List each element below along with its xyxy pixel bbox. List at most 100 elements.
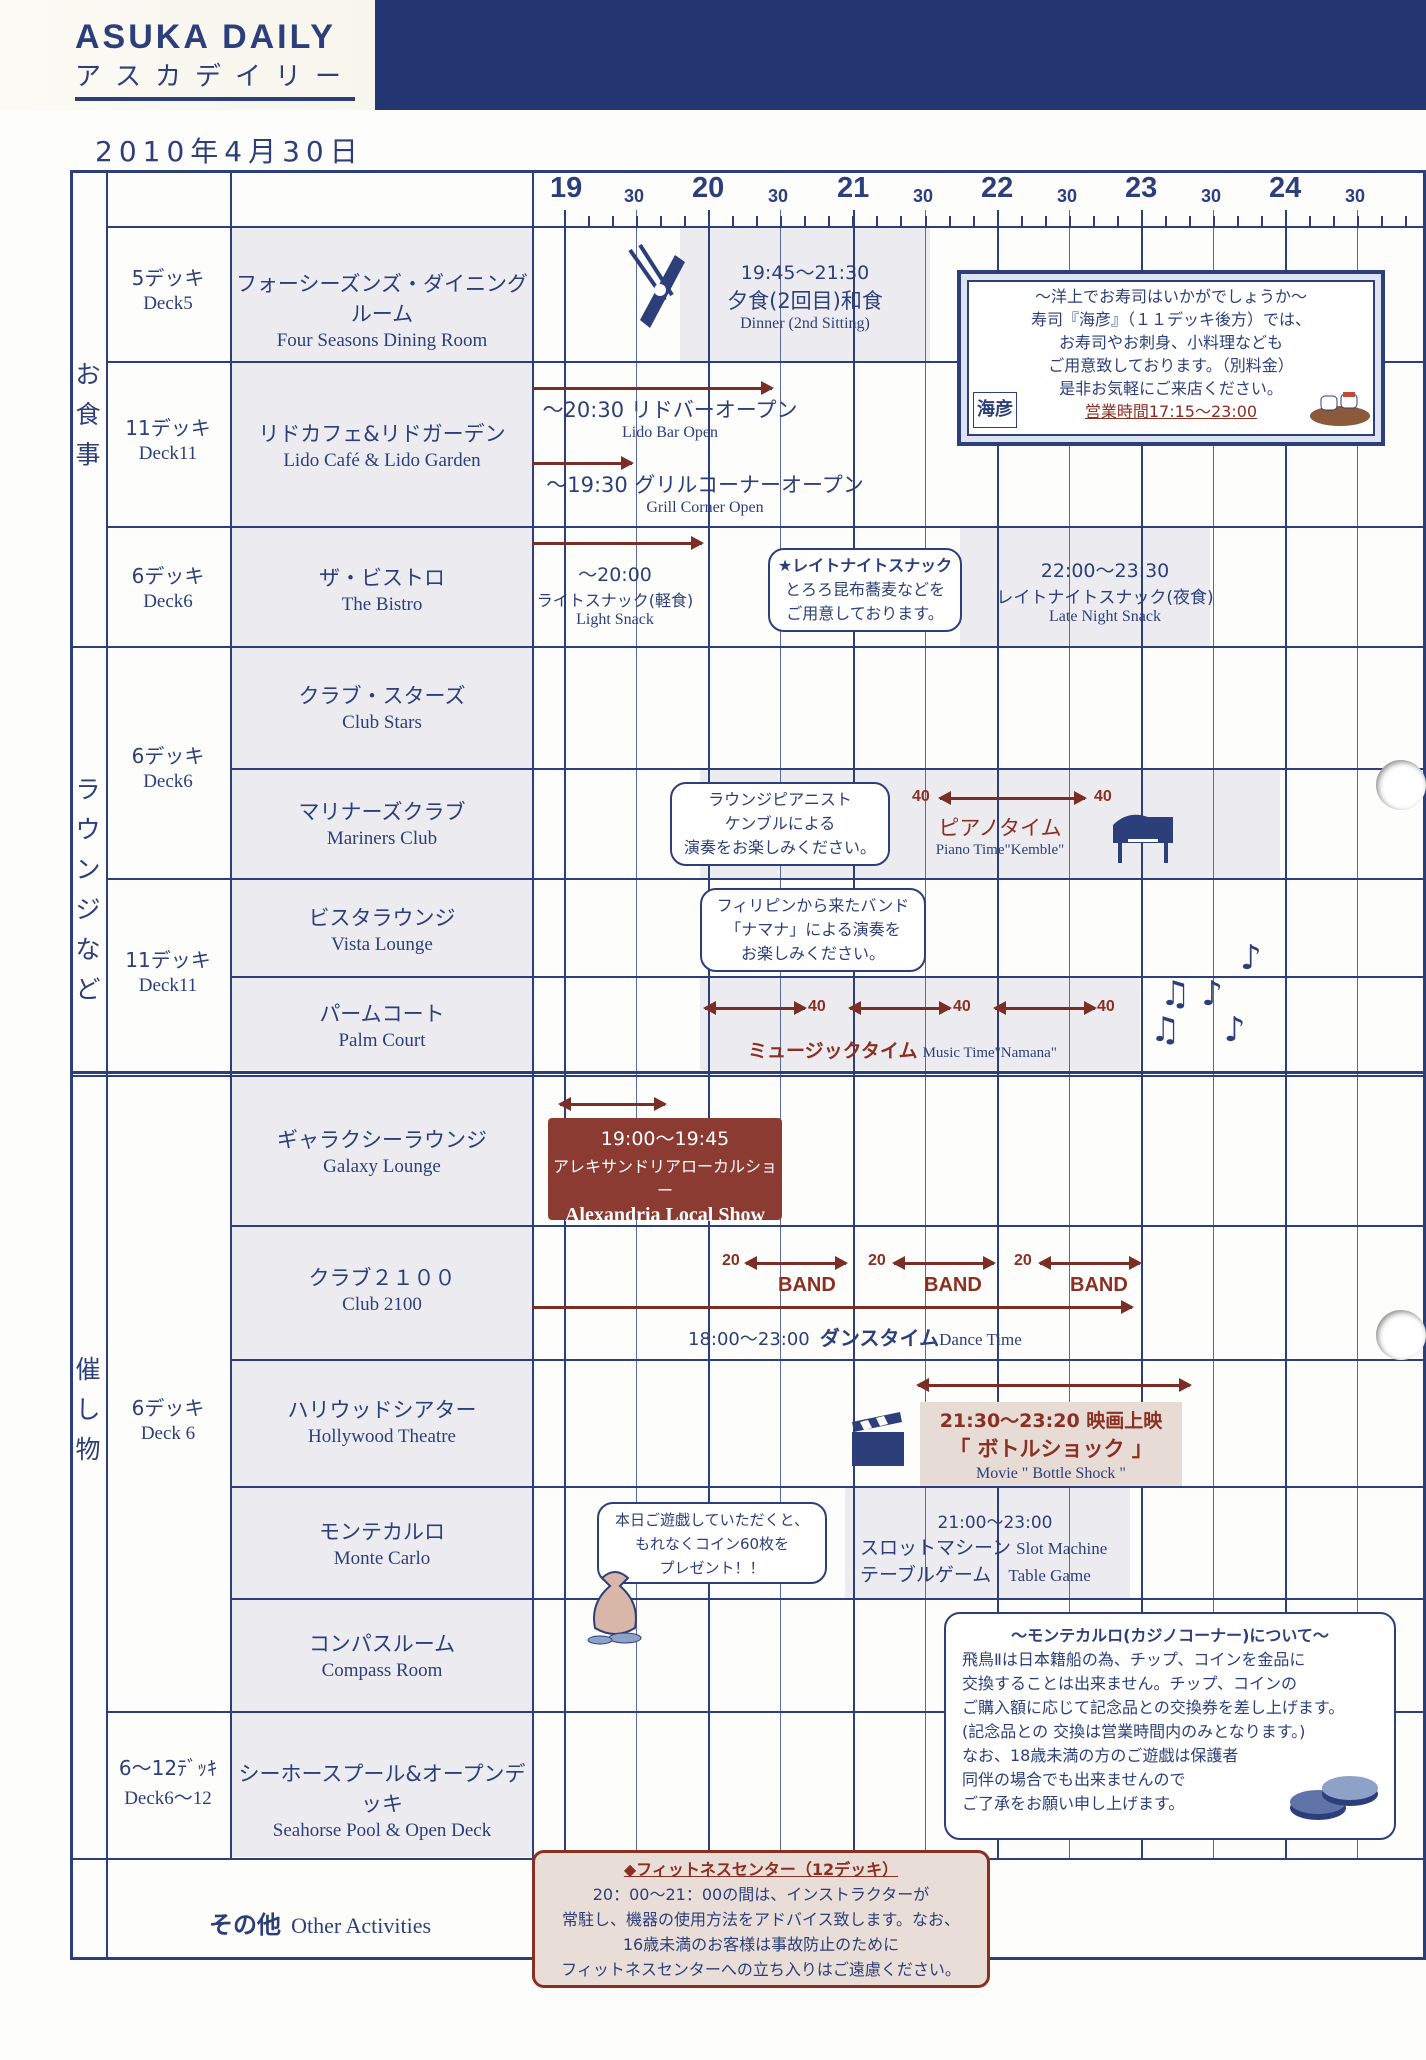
minute-tick [564,216,566,226]
late-snack-bubble: ★レイトナイトスナック とろろ昆布蕎麦などを ご用意しております。 [768,548,962,632]
coin-bubble: 本日ご遊戯していただくと、もれなくコイン60枚をプレゼント！！ [597,1502,827,1584]
venue-shade [232,1600,532,1711]
venue-shade [232,363,532,526]
sushi-logo: 海彦 [973,392,1017,428]
sushi-line: お寿司やお刺身、小料理なども [1058,333,1283,352]
row-line [106,878,1426,880]
venue-shade [232,228,532,361]
minute-tick [1093,216,1095,226]
minute-tick [1309,216,1311,226]
band-label: BAND [1070,1274,1128,1296]
sushi-line: ご用意致しております。（別料金） [1048,356,1294,375]
band-bubble: フィリピンから来たバンド「ナマナ」による演奏をお楽しみください。 [700,888,926,972]
minute-tick [1237,216,1239,226]
brand-title: ASUKA DAILY [75,18,336,56]
minute-tick [1045,216,1047,226]
hour-line [708,210,710,1860]
band-arrow-2 [892,1256,996,1270]
casino-event: 21:00～23:00 スロットマシーン Slot Machine テーブルゲー… [860,1513,1108,1586]
minute-tick [997,216,999,226]
minute-tick [828,216,830,226]
minute-tick [708,216,710,226]
minute-tick [684,216,686,226]
music-event: ミュージックタイム Music Time"Namana" [748,1040,1057,1062]
minute-tick [1333,216,1335,226]
brand-subtitle: アスカデイリー [75,62,356,92]
event-shade [845,1488,1130,1598]
minute-tick [804,216,806,226]
half-line [1213,210,1214,1860]
dance-event: 18:00～23:00 ダンスタイムDance Time [688,1326,1022,1350]
row-line [106,361,1426,363]
casino-note: ～モンテカルロ(カジノコーナー)について～ 飛鳥Ⅱは日本籍船の為、チップ、コイン… [944,1612,1396,1840]
half-label: 30 [1057,186,1078,206]
other-activities-label: その他 Other Activities [208,1911,432,1939]
col-divider [230,170,232,1860]
minute-tick [1285,216,1287,226]
minute-tick [900,216,902,226]
minute-tick [1381,216,1383,226]
minute-tick [1165,216,1167,226]
venue-shade [232,978,532,1070]
minute-tick [636,216,638,226]
brand-rule [75,97,355,101]
music-arrow-2 [848,1001,952,1015]
piano-start-min: 40 [912,788,930,805]
grill-arrow [532,456,634,470]
minute-tick [1357,216,1359,226]
minute-tick [588,216,590,226]
sushi-line: 寿司『海彦』（１１デッキ後方）では、 [1030,310,1311,329]
minute-tick [1189,216,1191,226]
movie-arrow [916,1378,1192,1392]
hour-line [1141,210,1143,1860]
half-line [925,210,926,1860]
minute-tick [660,216,662,226]
row-line [70,1071,1426,1074]
row-line [70,1075,1426,1077]
venue-shade [232,1488,532,1598]
category-events: 催し物 [75,1355,101,1464]
hour-label: 21 [837,172,870,204]
band-arrow-3 [1038,1256,1142,1270]
minute-tick [1261,216,1263,226]
row-line [106,226,1426,228]
minute-tick [612,216,614,226]
music-min: 40 [808,998,826,1015]
minute-tick [1021,216,1023,226]
hour-label: 20 [692,172,725,204]
galaxy-arrow [558,1097,667,1111]
minute-tick [852,216,854,226]
venue-shade [232,1713,532,1857]
event-shade [960,528,1210,646]
binder-hole [1376,1310,1426,1360]
piano-icon [1108,805,1178,865]
half-line [1357,210,1358,1860]
col-divider [106,170,108,1960]
minute-tick [732,216,734,226]
half-label: 30 [624,186,645,206]
row-line [70,646,1426,648]
row-line [230,768,1426,770]
row-line [230,1225,1426,1227]
hour-label: 23 [1125,172,1158,204]
col-divider [532,170,534,1960]
row-line [230,1359,1426,1361]
venue-shade [232,1077,532,1225]
row-line [230,1598,1426,1600]
hour-line [564,210,566,1860]
header-dark-panel [375,0,1426,110]
clapperboard-icon [850,1410,906,1470]
